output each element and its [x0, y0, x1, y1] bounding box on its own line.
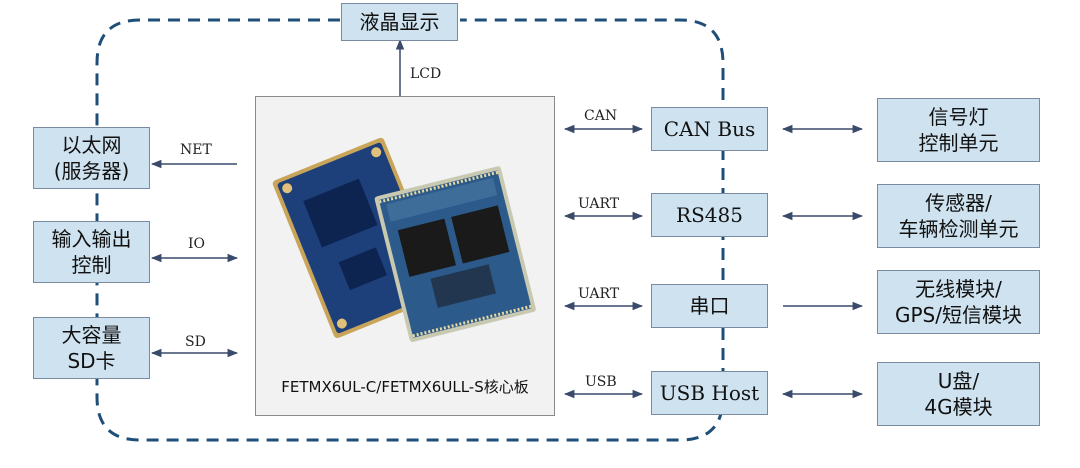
- rs485-conn-label: UART: [578, 196, 620, 212]
- core-board-caption: FETMX6UL-C/FETMX6ULL-S核心板: [281, 378, 529, 396]
- udisk-box: U盘/ 4G模块: [877, 362, 1040, 426]
- io-conn-label: IO: [188, 236, 206, 252]
- sensor-line1: 传感器/: [925, 191, 992, 215]
- lcd-display-label: 液晶显示: [359, 10, 440, 34]
- serial-conn-label: UART: [578, 286, 620, 302]
- signal-control-box: 信号灯 控制单元: [877, 98, 1040, 162]
- usb-host-box: USB Host: [651, 371, 768, 415]
- can-conn-label: CAN: [584, 108, 618, 124]
- signal-line1: 信号灯: [928, 105, 989, 129]
- core-board-panel: FETMX6UL-C/FETMX6ULL-S核心板: [255, 96, 555, 416]
- ethernet-line2: (服务器): [53, 159, 130, 183]
- dashed-bus-loop: [95, 18, 725, 442]
- io-box: 输入输出 控制: [33, 221, 150, 283]
- udisk-line2: 4G模块: [924, 395, 993, 419]
- rs485-label: RS485: [676, 203, 743, 227]
- ethernet-line1: 以太网: [61, 133, 122, 157]
- wireless-line2: GPS/短信模块: [895, 303, 1022, 327]
- lcd-display-box: 液晶显示: [341, 3, 458, 41]
- sd-conn-label: SD: [185, 334, 206, 350]
- sd-line1: 大容量: [61, 323, 122, 347]
- rs485-box: RS485: [651, 193, 768, 237]
- io-line2: 控制: [71, 253, 112, 277]
- wireless-box: 无线模块/ GPS/短信模块: [877, 270, 1040, 334]
- sd-box: 大容量 SD卡: [33, 317, 150, 379]
- can-bus-box: CAN Bus: [651, 107, 768, 151]
- serial-port-label: 串口: [689, 294, 730, 318]
- signal-line2: 控制单元: [918, 131, 999, 155]
- io-line1: 输入输出: [51, 227, 132, 251]
- usb-host-label: USB Host: [659, 381, 760, 405]
- usb-conn-label: USB: [585, 374, 617, 390]
- sensor-line2: 车辆检测单元: [898, 217, 1019, 241]
- can-bus-label: CAN Bus: [663, 117, 756, 141]
- core-board-image: [272, 137, 536, 342]
- net-conn-label: NET: [180, 142, 212, 158]
- serial-port-box: 串口: [651, 284, 768, 328]
- lcd-conn-label: LCD: [410, 66, 442, 82]
- ethernet-box: 以太网 (服务器): [33, 127, 150, 189]
- sd-line2: SD卡: [67, 349, 116, 373]
- sensor-box: 传感器/ 车辆检测单元: [877, 184, 1040, 248]
- udisk-line1: U盘/: [937, 369, 980, 393]
- wireless-line1: 无线模块/: [915, 277, 1002, 301]
